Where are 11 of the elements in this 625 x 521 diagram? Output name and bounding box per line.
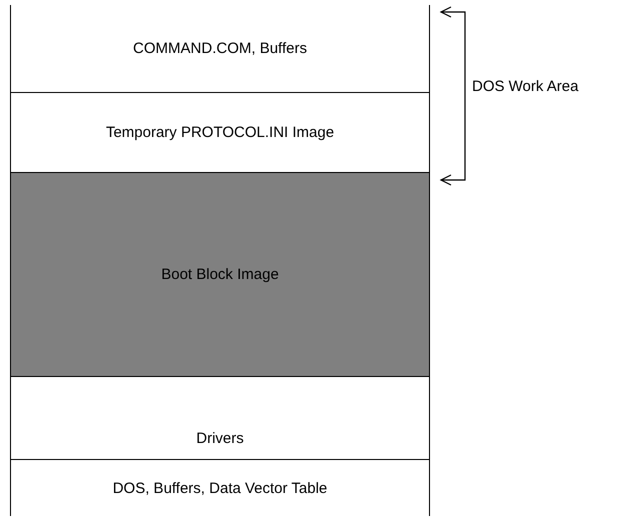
region-label: DOS Work Area: [472, 78, 578, 95]
memory-block: [10, 173, 430, 377]
memory-block: [10, 377, 430, 460]
block-label: Drivers: [196, 430, 244, 447]
block-label: Temporary PROTOCOL.INI Image: [106, 124, 334, 141]
memory-block: [10, 93, 430, 173]
block-label: DOS, Buffers, Data Vector Table: [112, 480, 328, 496]
block-label: Boot Block Image: [161, 266, 279, 283]
memory-block: [10, 5, 430, 93]
block-label: COMMAND.COM, Buffers: [133, 40, 307, 57]
memory-block: [10, 460, 430, 516]
